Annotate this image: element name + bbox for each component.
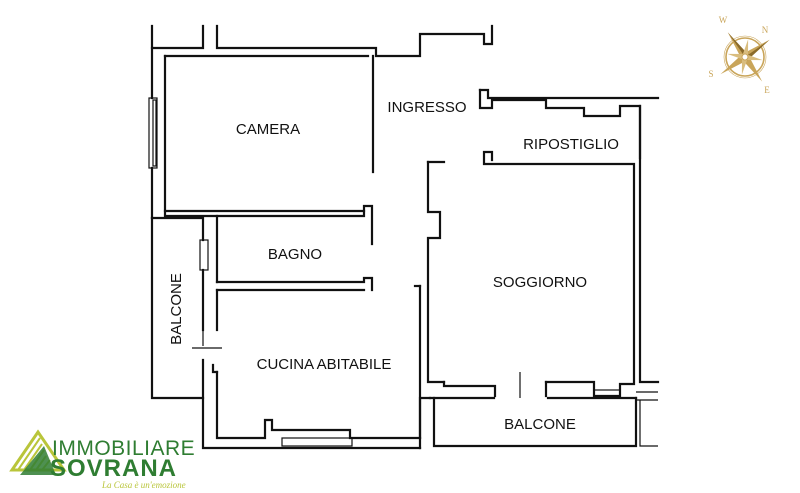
- company-logo: IMMOBILIARE SOVRANA La Casa è un'emozion…: [9, 429, 195, 490]
- logo-line1: IMMOBILIARE: [52, 437, 195, 460]
- logo-house-icon: [9, 429, 67, 475]
- label-balcone-left: BALCONE: [168, 273, 185, 345]
- logo-line2: SOVRANA: [50, 455, 177, 482]
- label-bagno: BAGNO: [268, 246, 322, 263]
- walls: [148, 24, 660, 450]
- room-labels: CAMERA INGRESSO RIPOSTIGLIO BAGNO SOGGIO…: [168, 99, 619, 433]
- compass-south: S: [708, 69, 713, 79]
- label-soggiorno: SOGGIORNO: [493, 274, 587, 291]
- compass-west: W: [719, 15, 728, 25]
- label-ripostiglio: RIPOSTIGLIO: [523, 136, 619, 153]
- label-ingresso: INGRESSO: [387, 99, 466, 116]
- label-balcone-bottom: BALCONE: [504, 416, 576, 433]
- compass-east: E: [764, 85, 770, 95]
- label-cucina-abitabile: CUCINA ABITABILE: [257, 356, 392, 373]
- logo-tagline: La Casa è un'emozione: [101, 480, 186, 490]
- compass-rose-icon: N W S E: [708, 15, 770, 95]
- label-camera: CAMERA: [236, 121, 300, 138]
- compass-north: N: [762, 25, 769, 35]
